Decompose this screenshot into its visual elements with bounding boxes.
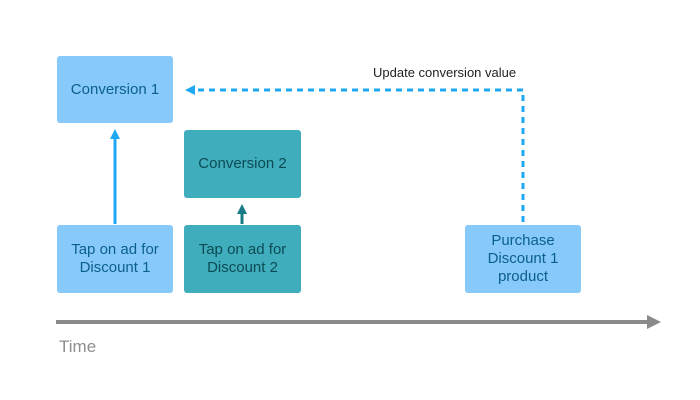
tap-ad-discount-1-label: Tap on ad for Discount 1: [71, 241, 159, 276]
tap-ad-discount-2-label: Tap on ad for Discount 2: [198, 241, 287, 276]
update-conversion-value-label: Update conversion value: [373, 65, 517, 80]
conversion-2-label: Conversion 2: [198, 155, 287, 172]
tap-ad-discount-1-box: Tap on ad for Discount 1: [57, 225, 173, 293]
conversion-1-box: Conversion 1: [57, 56, 173, 123]
purchase-discount-1-box: Purchase Discount 1 product: [465, 225, 581, 293]
conversion-2-box: Conversion 2: [184, 130, 301, 198]
purchase-discount-1-label: Purchase Discount 1 product: [487, 232, 559, 285]
conversion-1-label: Conversion 1: [70, 80, 160, 98]
tap-ad-discount-2-box: Tap on ad for Discount 2: [184, 225, 301, 293]
arrow-update-conversion-value: [185, 85, 525, 222]
time-axis-label: Time: [59, 337, 97, 356]
